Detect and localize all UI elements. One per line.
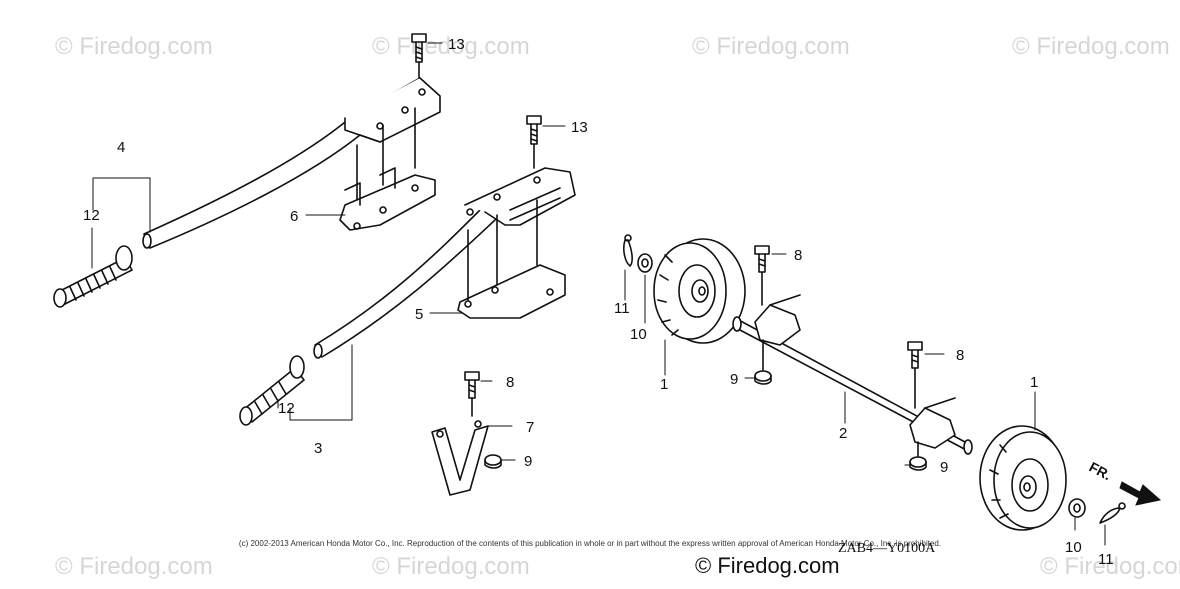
callout-11-right: 11 <box>1098 551 1114 568</box>
callout-7: 7 <box>526 419 534 436</box>
callout-9-stand: 9 <box>524 453 532 470</box>
callout-8-stand: 8 <box>506 374 514 391</box>
callout-9-axle-right: 9 <box>940 459 948 476</box>
watermark: © Firedog.com <box>692 33 850 60</box>
leader-lines <box>91 42 1106 546</box>
lower-handle-bracket <box>457 199 566 319</box>
front-direction-arrow-icon: FR. <box>1087 459 1162 506</box>
callout-4: 4 <box>117 139 125 156</box>
upper-handle-bracket <box>339 107 436 231</box>
washer-right <box>1068 498 1086 518</box>
lower-handle-bar <box>313 167 576 359</box>
washer-left <box>637 253 653 273</box>
wheel-left <box>653 238 746 344</box>
upper-handle-bar <box>142 77 441 249</box>
lower-grip <box>239 355 305 426</box>
callout-12-upper: 12 <box>83 207 100 224</box>
copyright-notice: (c) 2002-2013 American Honda Motor Co., … <box>238 539 942 548</box>
callout-5: 5 <box>415 306 423 323</box>
callout-3: 3 <box>314 440 322 457</box>
callout-13-upper: 13 <box>448 36 465 53</box>
nut-9-stand <box>484 454 502 469</box>
upper-grip <box>53 245 133 308</box>
callout-13-lower: 13 <box>571 119 588 136</box>
callout-6: 6 <box>290 208 298 225</box>
watermark: © Firedog.com <box>55 33 213 60</box>
cotter-pin-right <box>1099 502 1126 524</box>
callout-labels: 13 13 4 12 6 5 8 8 8 11 10 1 9 9 9 2 1 1… <box>83 36 1114 568</box>
bolt-8-axle-left <box>754 245 770 306</box>
callout-8-axle-right: 8 <box>956 347 964 364</box>
watermark: © Firedog.com <box>372 33 530 60</box>
watermark: © Firedog.com <box>55 553 213 580</box>
callout-11-left: 11 <box>614 300 630 317</box>
nut-9-axle-right <box>909 441 927 471</box>
axle <box>732 294 973 455</box>
callout-9-axle-left: 9 <box>730 371 738 388</box>
callout-12-lower: 12 <box>278 400 295 417</box>
wheel-right <box>979 425 1067 531</box>
callout-1-right: 1 <box>1030 374 1038 391</box>
nut-9-axle-left <box>754 339 772 385</box>
bolt-13-lower <box>526 115 542 169</box>
handle-stand <box>431 420 489 496</box>
callout-8-axle-left: 8 <box>794 247 802 264</box>
direction-label: FR. <box>1087 459 1114 484</box>
watermark: © Firedog.con <box>1040 553 1180 580</box>
callout-10-left: 10 <box>630 326 647 343</box>
callout-10-right: 10 <box>1065 539 1082 556</box>
bolt-8-axle-right <box>907 341 923 409</box>
brand-footer: © Firedog.com <box>695 553 840 578</box>
callout-1-left: 1 <box>660 376 668 393</box>
callout-2: 2 <box>839 425 847 442</box>
bolt-13-upper <box>411 33 427 79</box>
diagram-code: ZAB4—Y0100A <box>838 541 936 556</box>
watermark: © Firedog.com <box>372 553 530 580</box>
cotter-pin-left <box>623 234 633 267</box>
watermark: © Firedog.com <box>1012 33 1170 60</box>
bolt-8-stand <box>464 371 480 417</box>
